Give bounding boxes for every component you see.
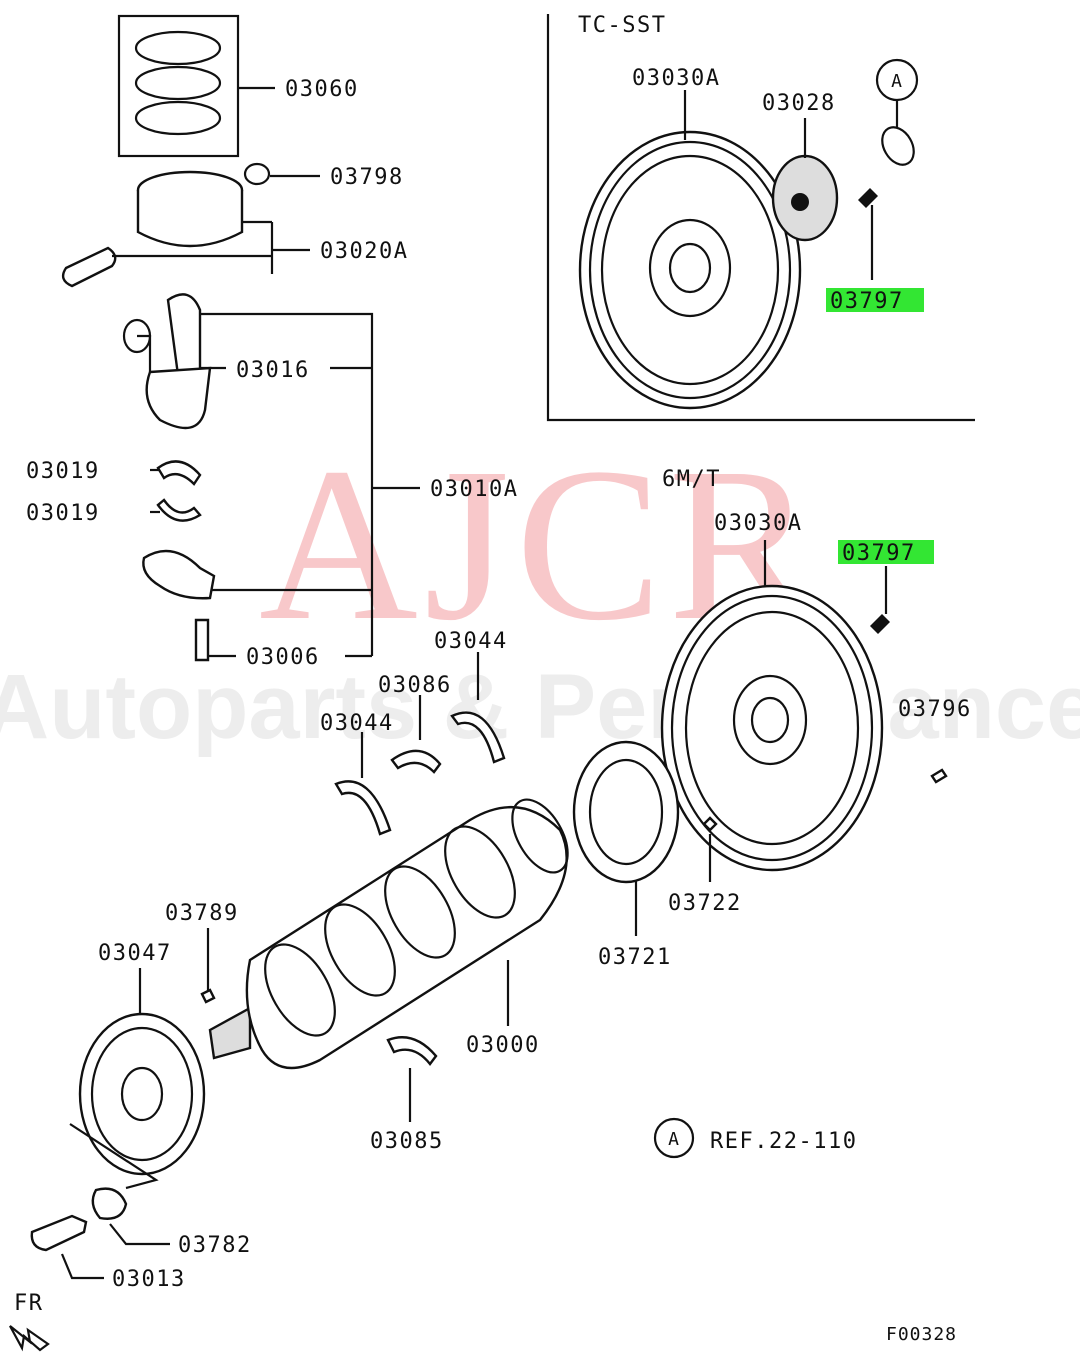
fr-label: FR — [14, 1291, 44, 1316]
label-03044-a: 03044 — [320, 711, 394, 736]
fr-arrow-icon — [9, 1325, 50, 1352]
tc-sst-section: TC-SST A 03030A 03028 03797 — [546, 13, 975, 422]
main-bearings: 03044 03086 03044 — [320, 629, 508, 836]
label-03722: 03722 — [668, 891, 742, 916]
label-03047: 03047 — [98, 941, 172, 966]
section-title-tc-sst: TC-SST — [578, 13, 666, 38]
label-03030A-tc: 03030A — [632, 66, 720, 91]
label-03086: 03086 — [378, 673, 452, 698]
label-03796: 03796 — [898, 697, 972, 722]
label-03016: 03016 — [236, 358, 310, 383]
label-03060: 03060 — [285, 77, 359, 102]
flywheel-mt — [660, 584, 884, 872]
piston-group: 03060 03798 03020A — [61, 14, 408, 288]
label-03044-b: 03044 — [434, 629, 508, 654]
label-03000: 03000 — [466, 1033, 540, 1058]
label-03019-a: 03019 — [26, 459, 100, 484]
mt-section: 6M/T 03030A 03797 03796 03721 03722 — [572, 467, 972, 970]
label-03085: 03085 — [370, 1129, 444, 1154]
ref-marker-top: A — [891, 71, 903, 92]
front-direction: FR — [9, 1291, 50, 1352]
label-03019-b: 03019 — [26, 501, 100, 526]
label-03030A-mt: 03030A — [714, 511, 802, 536]
ref-text: REF.22-110 — [710, 1129, 857, 1154]
crankshaft: 03000 03085 — [208, 798, 569, 1154]
watermark: AJCR Autoparts & Performance — [0, 422, 1080, 758]
bolt-tc — [858, 188, 878, 280]
label-03798: 03798 — [330, 165, 404, 190]
reference-legend: A REF.22-110 — [653, 1117, 857, 1159]
label-03797-mt: 03797 — [842, 541, 916, 566]
label-03013: 03013 — [112, 1267, 186, 1292]
label-03789: 03789 — [165, 901, 239, 926]
label-03020A: 03020A — [320, 239, 408, 264]
watermark-sub: Autoparts & Performance — [0, 656, 1080, 758]
label-03782: 03782 — [178, 1233, 252, 1258]
label-03006: 03006 — [246, 645, 320, 670]
label-03028: 03028 — [762, 91, 836, 116]
flywheel-tc — [578, 130, 802, 410]
pulley-group: 03789 03047 03782 03013 — [30, 901, 252, 1292]
label-03797-tc: 03797 — [830, 289, 904, 314]
adapter-plate — [771, 154, 839, 242]
ref-marker-legend: A — [668, 1129, 680, 1150]
label-03010A: 03010A — [430, 477, 518, 502]
conrod-group: 03016 03019 03019 03010A 03006 — [26, 293, 518, 670]
section-title-6mt: 6M/T — [662, 467, 721, 492]
label-03721: 03721 — [598, 945, 672, 970]
crank-sensor-plate — [572, 740, 680, 884]
figure-code: F00328 — [886, 1324, 957, 1345]
